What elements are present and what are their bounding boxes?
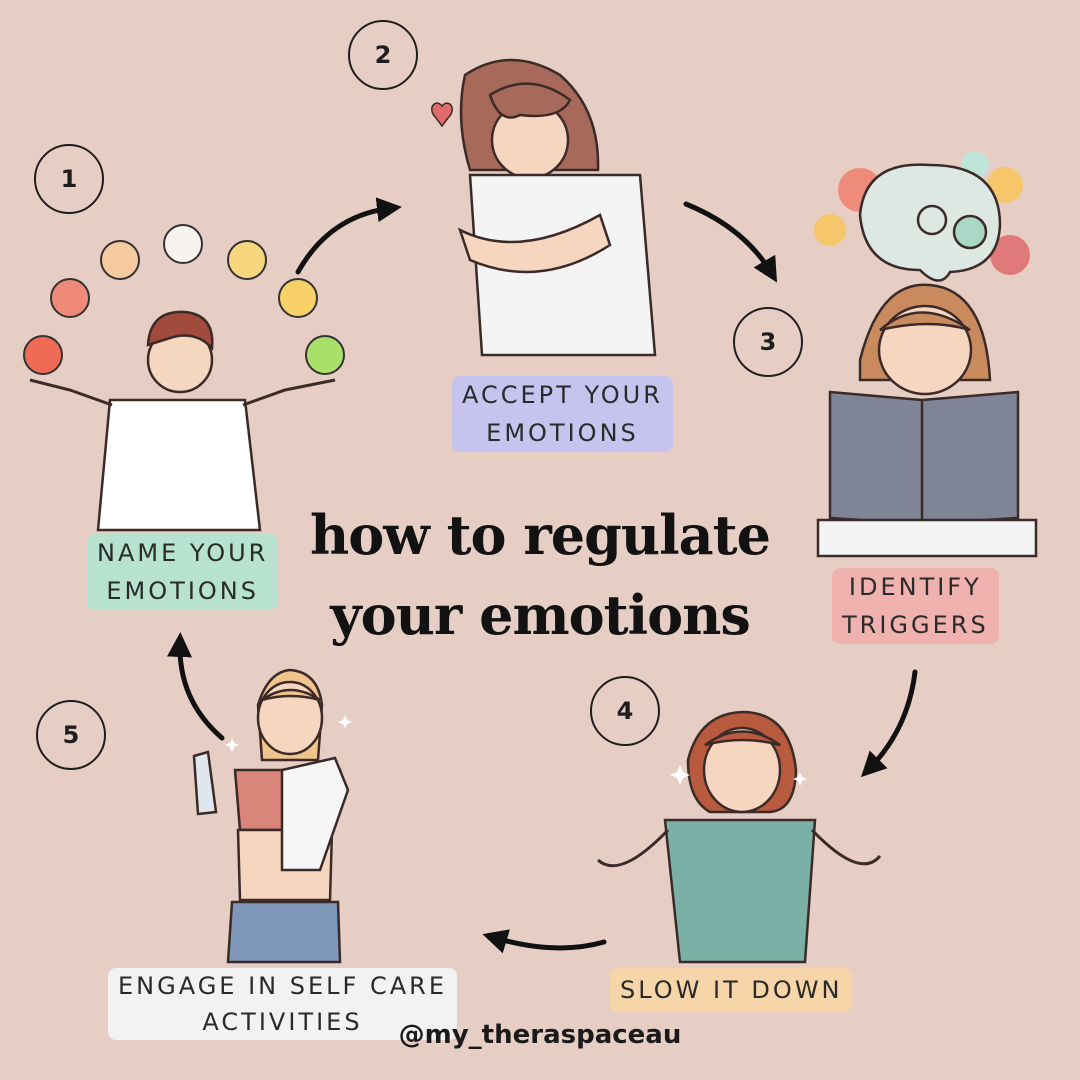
towel-icon [280,756,350,872]
water-bottle-icon [192,750,218,816]
step-5-label-line1: ENGAGE IN SELF CARE [118,972,447,1000]
step-2-number: 2 [348,20,418,90]
sparkle-icon [225,715,807,786]
step-2-label-line1: ACCEPT YOUR [462,381,663,409]
step-1-label-line1: NAME YOUR [97,539,269,567]
step-1-number: 1 [34,144,104,214]
arrow-icon [683,201,778,283]
book-icon [828,390,1020,526]
meditating-woman-figure [596,710,882,964]
step-4-label-line1: SLOW IT DOWN [620,976,843,1004]
step-3-label-line1: IDENTIFY [848,573,982,601]
step-3-label: IDENTIFY TRIGGERS [832,568,999,644]
page-title: how to regulate your emotions [290,495,790,655]
step-1-label-line2: EMOTIONS [106,577,259,605]
arrow-icon [860,669,918,778]
step-5-label-line2: ACTIVITIES [202,1008,363,1036]
step-3-label-line2: TRIGGERS [842,611,989,639]
social-handle: @my_theraspaceau [398,1020,682,1050]
step-4-number: 4 [590,676,660,746]
arrow-icon [166,632,225,741]
man-figure [29,310,336,532]
hugging-woman-figure [457,58,657,357]
arrow-icon [482,929,607,954]
heart-icon [431,102,453,128]
reading-woman-figure [816,283,1038,558]
step-5-label: ENGAGE IN SELF CARE ACTIVITIES [108,968,457,1040]
step-1-label: NAME YOUR EMOTIONS [87,534,279,610]
emoji-faces-icon [23,224,345,375]
page-title-line2: your emotions [330,583,751,647]
step-3-number: 3 [733,307,803,377]
brain-gears-icon [814,151,1030,282]
arrow-icon [295,197,402,275]
step-4-label: SLOW IT DOWN [610,968,853,1012]
step-5-number: 5 [36,700,106,770]
step-2-label: ACCEPT YOUR EMOTIONS [452,376,673,452]
self-care-woman-figure [192,668,350,964]
step-2-label-line2: EMOTIONS [486,419,639,447]
page-title-line1: how to regulate [310,503,771,567]
